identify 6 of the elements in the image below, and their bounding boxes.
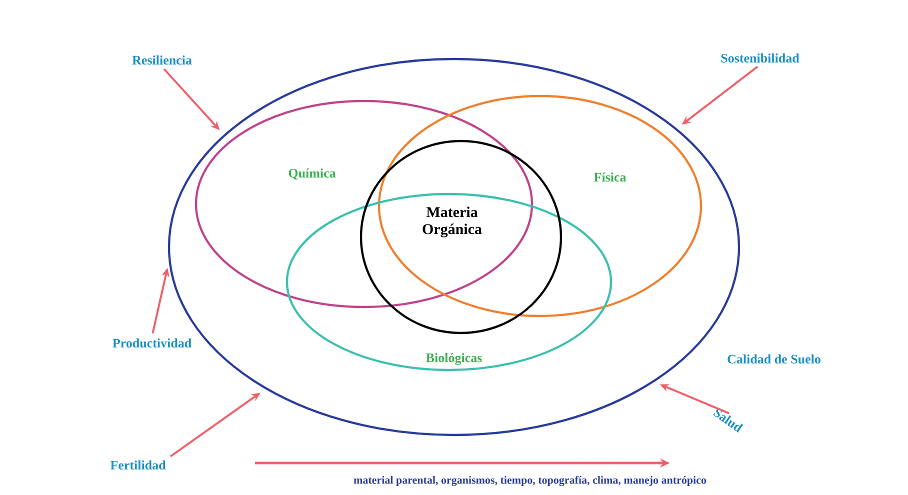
node-label: Calidad de Suelo — [728, 354, 820, 364]
factor-list: material parental, organismos, tiempo, topografía, clima, manejo antrópico — [354, 476, 706, 486]
term-label: Fertilidad — [110, 460, 166, 470]
term-label: Sostenibilidad — [721, 53, 800, 63]
term-label: Resiliencia — [132, 55, 192, 65]
term-label: Productividad — [112, 338, 192, 348]
